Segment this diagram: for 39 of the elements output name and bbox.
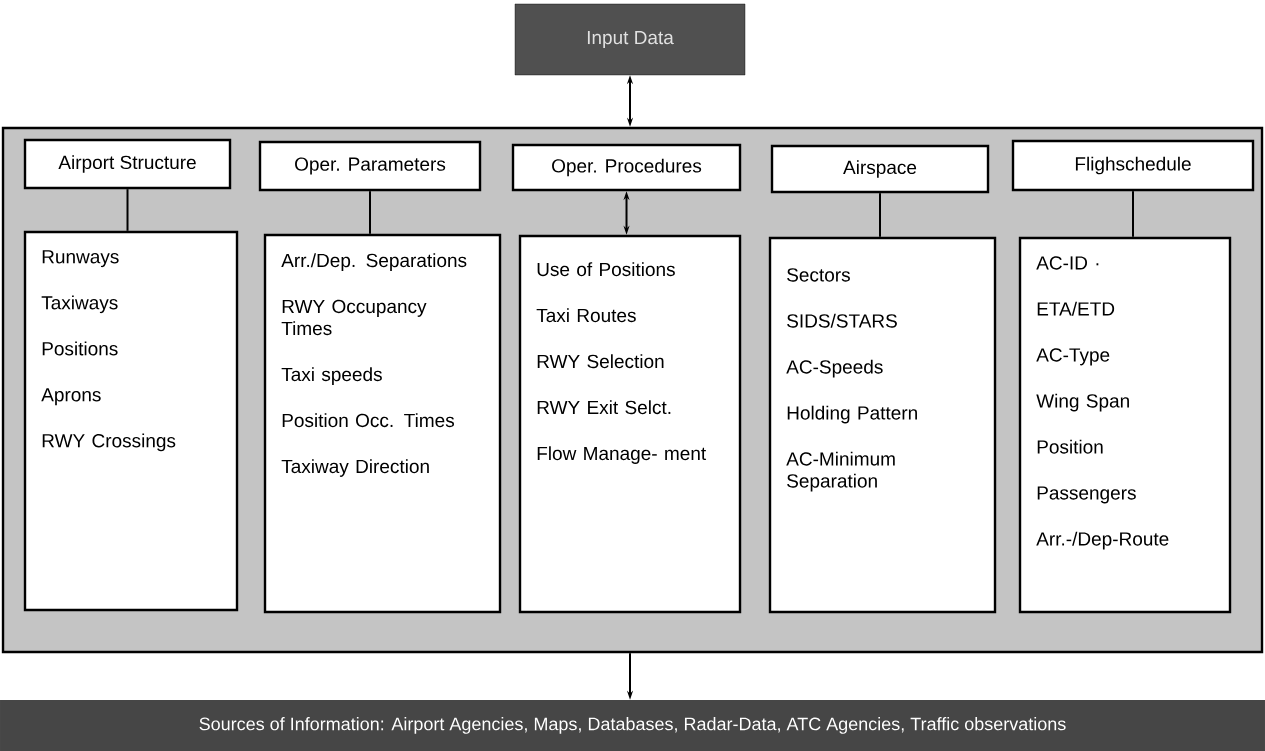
list-item: Taxi Routes [536,308,636,323]
list-item: AC-Minimum Separation [786,451,895,492]
category-box: Oper. Procedures [511,143,742,192]
list-item: Arr.-/Dep-Route [1036,531,1169,550]
category-box: Oper. Parameters [258,140,482,192]
list-item: Runways [42,250,119,268]
list-item: Holding Pattern [787,405,917,424]
list-item: AC-ID · [1036,256,1099,270]
list-item: Aprons [41,388,101,406]
list-box [263,233,502,614]
list-item: AC-Type [1036,348,1110,366]
list-box [23,230,239,612]
list-item: Flow Manage- ment [537,446,707,464]
list-item: Position Occ. Times [282,413,455,428]
list-item: RWY Selection [537,354,664,369]
list-item: Sectors [787,268,850,282]
title-box: Input Data [514,3,746,76]
list-box [768,236,997,614]
category-box: Airspace [770,144,990,194]
sources-band: Sources of Information: Airport Agencies, Maps, Databases, Radar-Data, ATC Agencies, Traffic observations [0,700,1265,751]
list-item: RWY Exit Selct. [537,400,671,415]
list-item: Arr./Dep. Separations [281,253,467,271]
list-item: SIDS/STARS [787,313,897,328]
list-item: Wing Span [1036,393,1129,412]
list-item: AC-Speeds [786,359,883,378]
list-item: ETA/ETD [1037,301,1115,316]
category-box: Flighschedule [1011,139,1255,192]
list-item: Positions [42,341,118,356]
list-item: Taxiway Direction [281,459,429,477]
category-box: Airport Structure [23,138,232,190]
list-box [1018,236,1232,614]
list-item: RWY Occupancy Times [281,299,427,336]
list-box [518,234,742,614]
list-item: RWY Crossings [42,433,176,452]
list-item: Taxiways [41,295,118,314]
list-item: Position [1037,439,1103,454]
list-item: Use of Positions [537,262,675,277]
list-item: Passengers [1037,486,1136,504]
list-item: Taxi speeds [281,367,382,385]
